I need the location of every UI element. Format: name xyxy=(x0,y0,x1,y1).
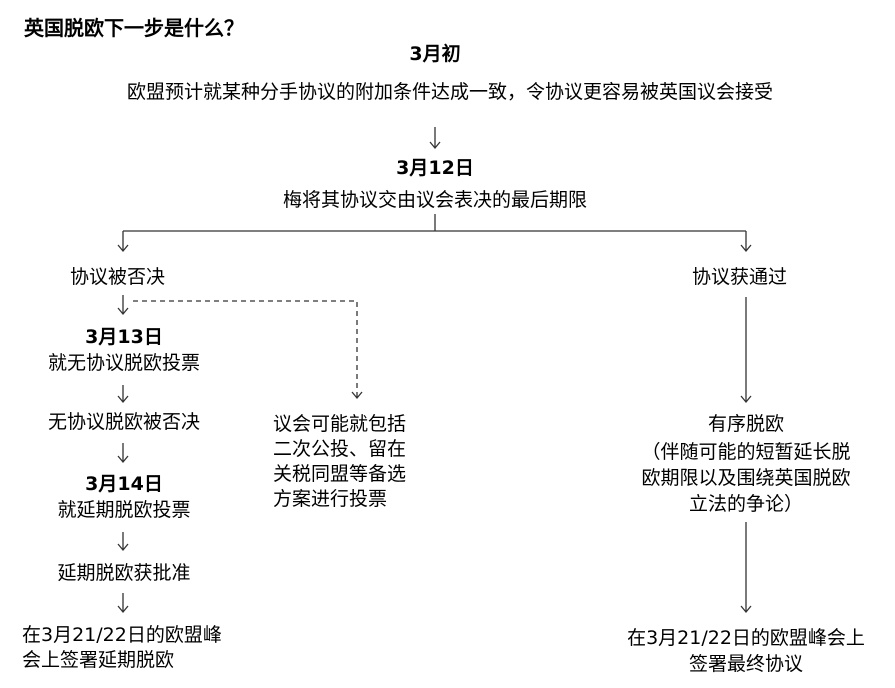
left-summit-line-1: 在3月21/22日的欧盟峰 xyxy=(22,624,222,646)
no-deal-rejected: 无协议脱欧被否决 xyxy=(47,411,200,433)
orderly-title: 有序脱欧 xyxy=(707,413,784,435)
march-early-date: 3月初 xyxy=(409,43,461,65)
right-summit-line-2: 签署最终协议 xyxy=(688,653,803,675)
march14-text: 就延期脱欧投票 xyxy=(57,499,191,521)
arrowhead xyxy=(117,455,129,464)
dashed-connector-alternative xyxy=(133,300,358,398)
arrowhead xyxy=(117,244,129,253)
extension-approved: 延期脱欧获批准 xyxy=(57,562,191,584)
arrowhead xyxy=(351,391,363,400)
orderly-line-2: 欧期限以及围绕英国脱欧 xyxy=(641,467,851,489)
left-summit-line-2: 会上签署延期脱欧 xyxy=(22,649,175,671)
arrowhead xyxy=(429,141,441,150)
march14-date: 3月14日 xyxy=(85,473,163,495)
march13-text: 就无协议脱欧投票 xyxy=(47,352,200,374)
alternative-line-2: 二次公投、留在 xyxy=(273,438,407,460)
arrowhead xyxy=(740,244,752,253)
passed-label: 协议获通过 xyxy=(692,266,788,288)
march12-date: 3月12日 xyxy=(396,157,474,179)
page-title: 英国脱欧下一步是什么？ xyxy=(24,16,244,40)
march13-date: 3月13日 xyxy=(85,326,163,348)
arrowhead xyxy=(117,543,129,552)
alternative-line-4: 方案进行投票 xyxy=(273,488,388,510)
arrowhead xyxy=(740,395,752,404)
march12-text: 梅将其协议交由议会表决的最后期限 xyxy=(282,189,587,211)
arrowhead xyxy=(117,605,129,614)
arrowhead xyxy=(117,307,129,316)
arrowhead xyxy=(740,605,752,614)
alternative-line-1: 议会可能就包括 xyxy=(273,413,407,435)
arrowhead xyxy=(117,395,129,404)
orderly-line-1: （伴随可能的短暂延长脱 xyxy=(641,441,851,463)
orderly-line-3: 立法的争论） xyxy=(688,493,803,515)
rejected-label: 协议被否决 xyxy=(70,266,166,288)
right-summit-line-1: 在3月21/22日的欧盟峰会上 xyxy=(627,627,865,649)
march-early-text: 欧盟预计就某种分手协议的附加条件达成一致，令协议更容易被英国议会接受 xyxy=(126,81,773,103)
alternative-line-3: 关税同盟等备选 xyxy=(273,463,407,485)
